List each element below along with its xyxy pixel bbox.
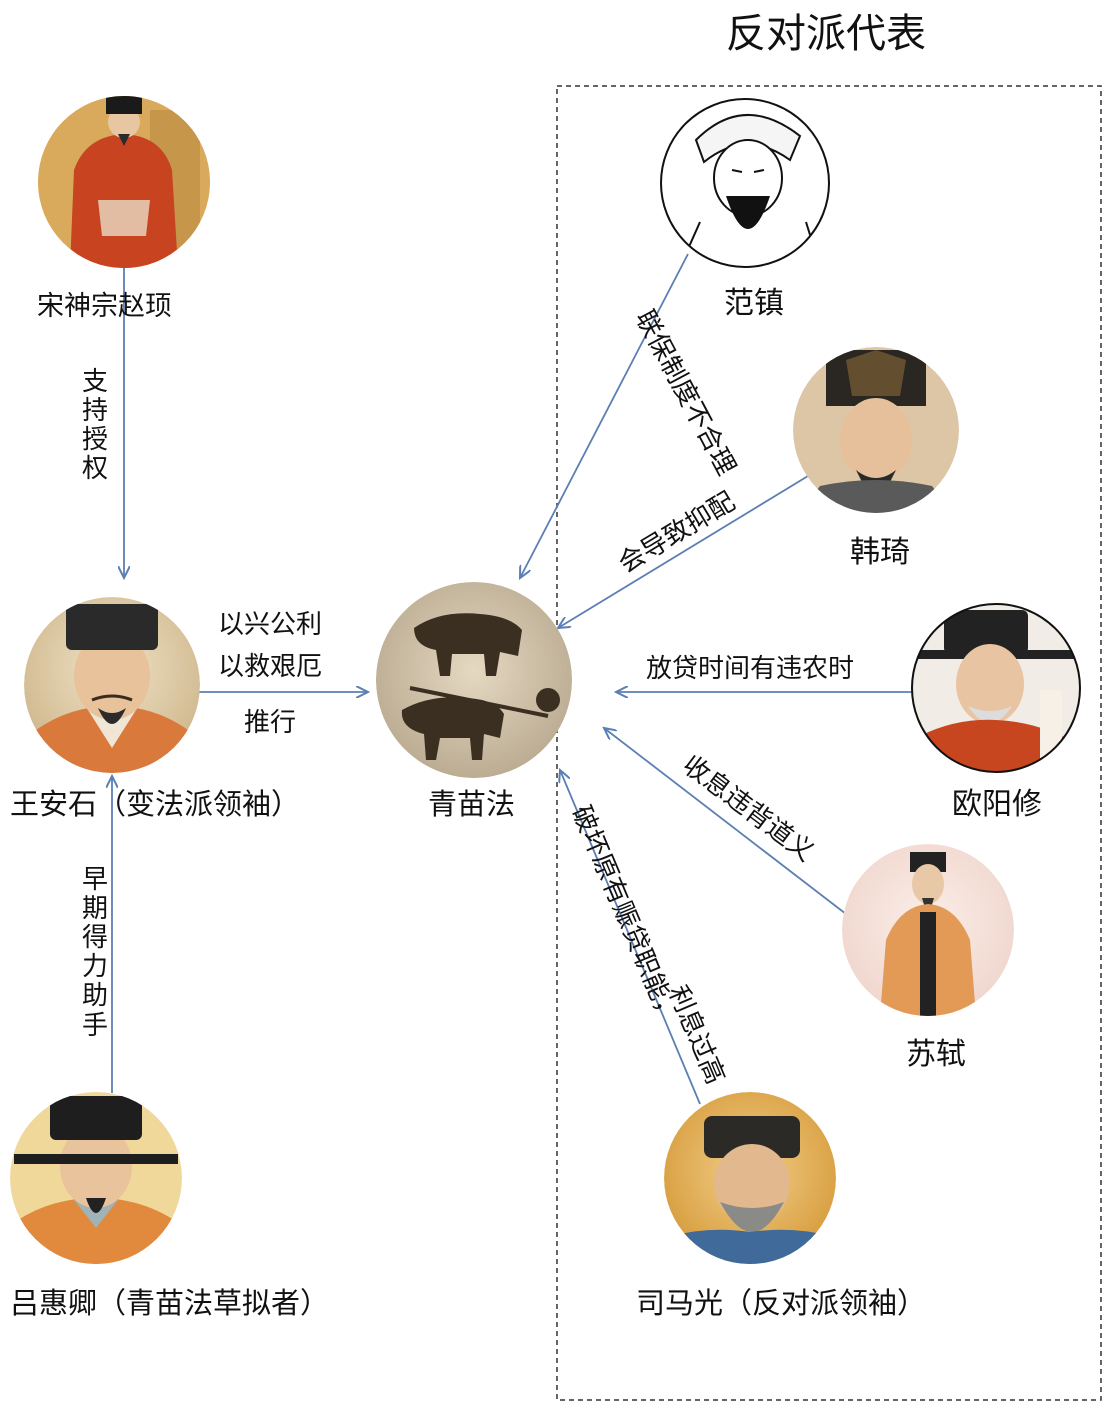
arrow-fanzhen-qingmiao xyxy=(520,253,689,578)
portrait-fan-zhen xyxy=(661,99,829,267)
label-ouyang-xiu: 欧阳修 xyxy=(952,787,1042,822)
ouyang-xiu-frame xyxy=(911,603,1081,773)
qingmiao-relief-image xyxy=(376,582,572,778)
portrait-sima-guang xyxy=(664,1092,836,1264)
edge-promote-line3: 推行 xyxy=(244,708,297,738)
label-su-shi: 苏轼 xyxy=(906,1037,966,1072)
opposition-title: 反对派代表 xyxy=(726,11,926,57)
label-han-qi: 韩琦 xyxy=(850,535,910,570)
label-sima-guang: 司马光（反对派领袖） xyxy=(636,1286,927,1320)
opposition-frame xyxy=(556,85,1102,1401)
portrait-ouyang-xiu xyxy=(912,604,1080,772)
edge-ouyang-xiu-text: 放贷时间有违农时 xyxy=(646,654,855,684)
label-shenzong: 宋神宗赵顼 xyxy=(37,291,172,322)
fan-zhen-frame xyxy=(660,98,830,268)
arrow-simaguang-qingmiao xyxy=(560,770,701,1105)
arrows xyxy=(112,250,946,1105)
portrait-lv-huiqing xyxy=(10,1092,182,1264)
label-lv-huiqing: 吕惠卿（青苗法草拟者） xyxy=(10,1286,330,1320)
arrow-sushi-qingmiao xyxy=(604,728,847,915)
arrow-hanqi-qingmiao xyxy=(558,475,809,628)
portrait-shenzong xyxy=(38,96,210,268)
portrait-han-qi xyxy=(793,347,959,513)
portrait-su-shi xyxy=(842,844,1014,1016)
label-fan-zhen: 范镇 xyxy=(724,286,784,321)
label-wang-anshi: 王安石（变法派领袖） xyxy=(10,787,301,821)
edge-helper-text: 早期得力助手 xyxy=(81,865,108,1041)
edge-support-text: 支持授权 xyxy=(81,367,108,485)
portrait-wang-anshi xyxy=(24,597,200,773)
edge-promote-line2: 以救艰厄 xyxy=(218,652,323,682)
label-qingmiao: 青苗法 xyxy=(428,787,516,821)
edge-promote-line1: 以兴公利 xyxy=(218,610,323,640)
